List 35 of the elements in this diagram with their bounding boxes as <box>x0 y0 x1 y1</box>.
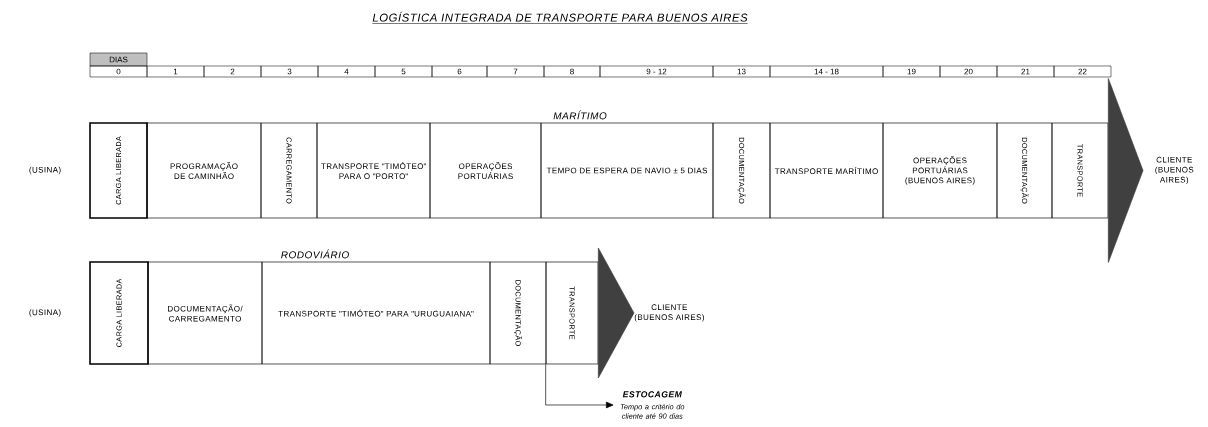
section-heading: RODOVIÁRIO <box>281 249 349 259</box>
process-box: TRANSPORTE MARÍTIMO <box>769 122 884 219</box>
process-box: PROGRAMAÇÃO DE CAMINHÃO <box>146 122 262 219</box>
title: LOGÍSTICA INTEGRADA DE TRANSPORTE PARA BUENOS AIRES <box>372 11 748 24</box>
table-cell: 9 - 12 <box>599 65 714 78</box>
table-cell: 20 <box>939 65 998 78</box>
table-cell: 3 <box>260 65 319 78</box>
table-cell: 4 <box>317 65 376 78</box>
table-cell: 21 <box>996 65 1055 78</box>
table-cell: 2 <box>203 65 262 78</box>
table-cell: 14 - 18 <box>769 65 884 78</box>
row-label: (USINA) <box>29 166 61 175</box>
arrow <box>545 364 614 409</box>
destination-text: CLIENTE (BUENOS AIRES) <box>1155 156 1194 185</box>
table-cell: 7 <box>486 65 545 78</box>
process-box: TEMPO DE ESPERA DE NAVIO ± 5 DIAS <box>540 122 714 219</box>
table-cell: 5 <box>374 65 433 78</box>
process-box: DOCUMENTAÇÃO/ CARREGAMENTO <box>147 261 263 365</box>
arrow <box>598 247 635 379</box>
section-heading: MARÍTIMO <box>553 110 607 120</box>
table-cell: 1 <box>146 65 205 78</box>
process-box: TRANSPORTE "TIMÓTEO" PARA "URUGUAIANA" <box>261 261 491 365</box>
process-box: OPERAÇÕES PORTUÁRIAS <box>429 122 542 219</box>
table-header-cell: DIAS <box>89 52 148 67</box>
process-box: TRANSPORTE "TIMÓTEO" PARA O "PORTO" <box>316 122 431 219</box>
table-cell: 22 <box>1053 65 1112 78</box>
arrow <box>1108 78 1144 263</box>
table-cell: 19 <box>882 65 941 78</box>
table-cell: 0 <box>89 65 148 78</box>
table-cell: 8 <box>543 65 601 78</box>
process-box: OPERAÇÕES PORTUÁRIAS (BUENOS AIRES) <box>882 122 998 219</box>
table-cell: 13 <box>712 65 771 78</box>
row-label: (USINA) <box>29 309 61 317</box>
table-cell: 6 <box>431 65 488 78</box>
destination-text: CLIENTE (BUENOS AIRES) <box>634 304 704 322</box>
